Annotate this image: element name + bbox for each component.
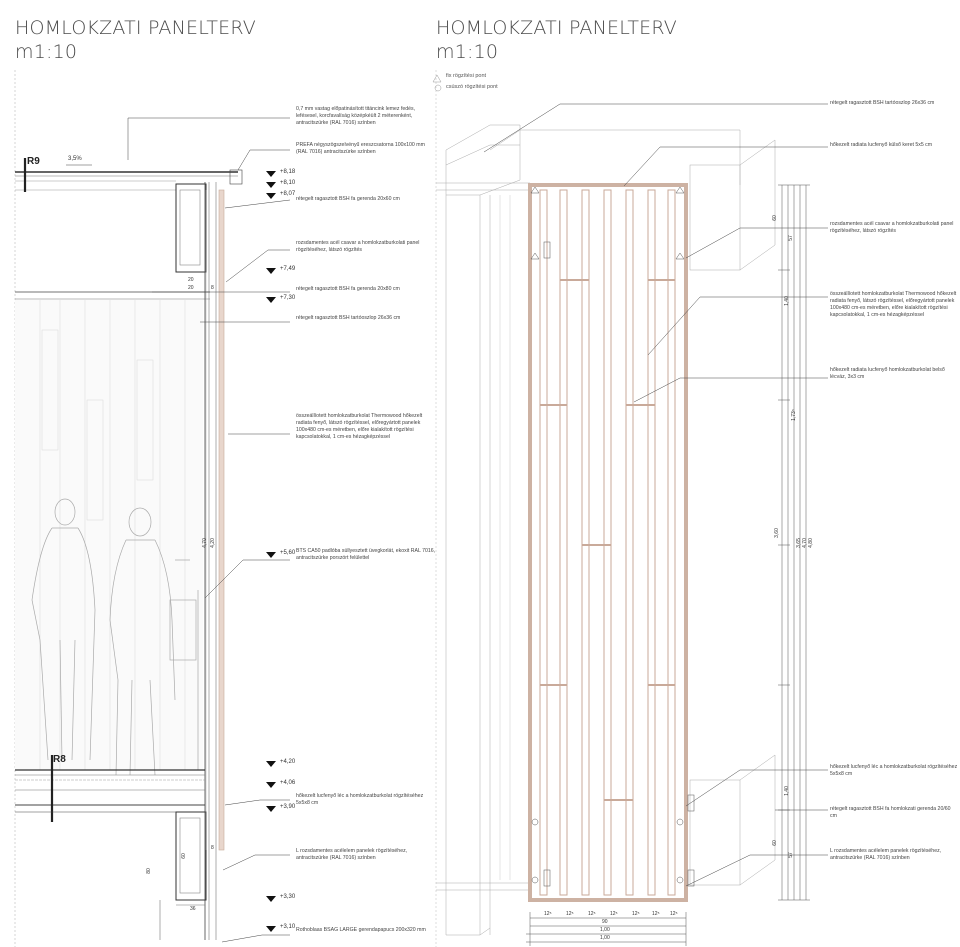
side-dim: 4,80 xyxy=(807,538,814,548)
note: Rothoblaas BSAG LARGE gerendapapucs 200x… xyxy=(296,927,426,933)
legend-sliding: csúszó rögzítési pont xyxy=(446,84,498,90)
note: hőkezelt radiata lucfenyő homlokzatburko… xyxy=(830,367,945,380)
fixation-points xyxy=(530,186,695,887)
dim-label: 20 xyxy=(188,277,194,283)
dim-label: 80 xyxy=(145,868,152,874)
note: rozsdamentes acél csavar a homlokzatburk… xyxy=(296,240,420,253)
right-title-text: HOMLOKZATI PANELTERV xyxy=(436,17,677,39)
level-label: +7,30 xyxy=(280,295,296,301)
beam-bottom-inner xyxy=(179,817,201,894)
bottom-dim: 1,00 xyxy=(600,935,610,941)
structure-blocks xyxy=(436,124,776,936)
side-dim: 60 xyxy=(771,840,778,846)
dim-label: 60 xyxy=(180,853,187,859)
side-dim: 1,40 xyxy=(783,786,790,796)
level-label: +5,60 xyxy=(280,550,296,556)
dim-label: 8 xyxy=(211,285,214,291)
left-title-text: HOMLOKZATI PANELTERV xyxy=(15,17,256,39)
level-label: +8,07 xyxy=(280,191,296,197)
sliding-point-symbol xyxy=(434,84,442,92)
background-panels xyxy=(39,300,186,770)
side-dim: 60 xyxy=(771,215,778,221)
note: 0,7 mm vastag előpatinásított titáncink … xyxy=(296,106,416,126)
left-scale: m1:10 xyxy=(15,41,78,63)
bottom-dimension-lines xyxy=(526,912,687,946)
note: rétegelt ragasztott BSH fa gerenda 20x80… xyxy=(296,286,400,292)
note: rétegelt ragasztott BSH fa gerenda 20x60… xyxy=(296,196,400,202)
level-label: +4,20 xyxy=(280,759,296,765)
bottom-dim: 12⁵ xyxy=(588,911,596,917)
note: rétegelt ragasztott BSH fa homlokzati ge… xyxy=(830,806,951,819)
beam-shoe xyxy=(159,900,205,940)
note: rétegelt ragasztott BSH tartóoszlop 26x3… xyxy=(830,100,935,106)
note: hőkezelt lucfenyő léc a homlokzatburkola… xyxy=(830,764,958,777)
glazing-area xyxy=(15,300,203,770)
r8-label: R8 xyxy=(53,754,66,765)
note: hőkezelt radiata lucfenyő külső keret 5x… xyxy=(830,142,933,148)
note: L rozsdamentes acélelem panelek rögzítés… xyxy=(830,848,942,861)
bottom-dim: 12⁵ xyxy=(566,911,574,917)
right-title: HOMLOKZATI PANELTERV m1:10 xyxy=(436,16,677,64)
panel-outer-frame xyxy=(528,183,688,902)
level-label: +4,06 xyxy=(280,780,296,786)
left-title: HOMLOKZATI PANELTERV m1:10 xyxy=(15,16,256,64)
panel-battens xyxy=(540,279,675,801)
level-label: +3,30 xyxy=(280,894,296,900)
bottom-dim: 12⁵ xyxy=(670,911,678,917)
gutter xyxy=(229,169,243,185)
note: rozsdamentes acél csavar a homlokzatburk… xyxy=(830,221,954,234)
note: BTS CA50 padlóba süllyesztett üvegkorlát… xyxy=(296,548,436,561)
panel-slats xyxy=(539,189,676,896)
bottom-dim: 1,00 xyxy=(600,927,610,933)
fix-point-symbol xyxy=(432,74,442,83)
note: rétegelt ragasztott BSH tartóoszlop 26x3… xyxy=(296,315,401,321)
dim-label: 8 xyxy=(211,845,214,851)
note: PREFA négyszögszelvényű ereszcsatorna 10… xyxy=(296,142,425,155)
slope-label: 3,5% xyxy=(68,156,82,162)
right-leaders xyxy=(483,103,828,887)
people-figures xyxy=(31,498,197,776)
dim-label: 36 xyxy=(190,906,196,912)
dim-label: 20 xyxy=(188,285,194,291)
note: L rozsdamentes acélelem panelek rögzítés… xyxy=(296,848,408,861)
level-label: +8,10 xyxy=(280,180,296,186)
r9-label: R9 xyxy=(27,156,40,167)
beam-bottom xyxy=(175,811,207,901)
dim-label: 4,20 xyxy=(209,538,216,548)
beam-top xyxy=(175,183,207,273)
note: összeállíotett homlokzatburkolat Thermow… xyxy=(296,413,423,440)
side-dim: 57 xyxy=(787,852,794,858)
side-dim: 1,40 xyxy=(783,296,790,306)
bottom-dim: 12⁵ xyxy=(652,911,660,917)
left-leaders xyxy=(127,117,291,943)
level-markers xyxy=(266,171,276,932)
level-label: +8,18 xyxy=(280,169,296,175)
side-dimension-lines xyxy=(778,184,810,901)
right-scale: m1:10 xyxy=(436,41,499,63)
side-dim: 3,60 xyxy=(773,528,780,538)
dim-label: 4,70 xyxy=(201,538,208,548)
legend-fix: fix rögzítési pont xyxy=(446,73,487,79)
right-elevation xyxy=(432,70,828,947)
side-dim: 57 xyxy=(787,235,794,241)
note: hőkezelt lucfenyő léc a homlokzatburkola… xyxy=(296,793,424,806)
beam-top-inner xyxy=(179,189,201,266)
level-label: +3,10 xyxy=(280,924,296,930)
note: összeállíotett homlokzatburkolat Thermow… xyxy=(830,291,957,318)
side-dim: 1,73⁵ xyxy=(790,409,797,421)
level-label: +3,90 xyxy=(280,804,296,810)
bottom-dim: 12⁵ xyxy=(544,911,552,917)
bottom-dim: 12⁵ xyxy=(610,911,618,917)
left-section xyxy=(14,70,291,947)
facade-panel xyxy=(218,189,225,851)
bottom-dim: 90 xyxy=(602,919,608,925)
level-label: +7,49 xyxy=(280,266,296,272)
bottom-dim: 12⁵ xyxy=(632,911,640,917)
